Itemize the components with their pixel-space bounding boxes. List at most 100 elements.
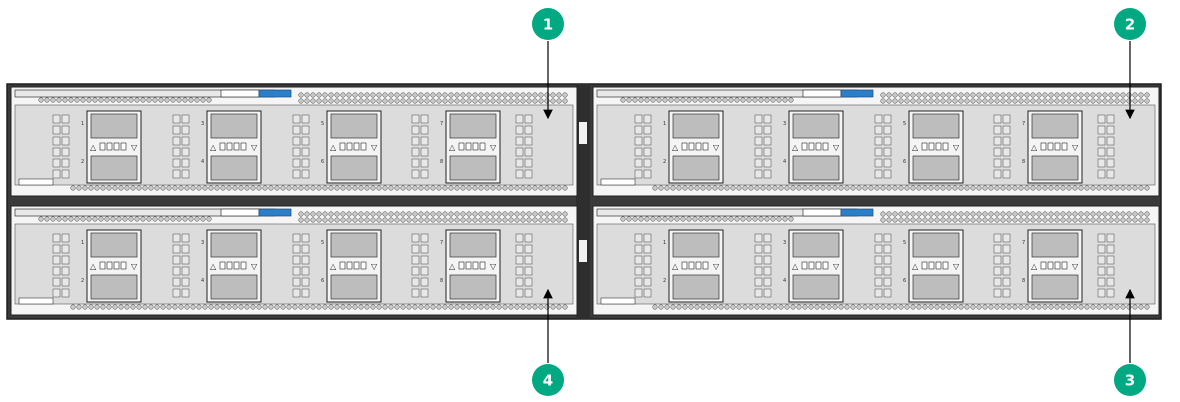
vent-hole — [478, 92, 484, 98]
vent-hole — [190, 304, 196, 310]
vent-hole — [1036, 92, 1042, 98]
led-cell — [61, 147, 70, 157]
vent-hole — [1054, 211, 1060, 217]
vent-hole — [1036, 185, 1042, 191]
led-cell — [874, 277, 883, 287]
vent-hole — [430, 185, 436, 191]
vent-hole — [898, 185, 904, 191]
vent-hole — [796, 185, 802, 191]
vent-hole — [406, 217, 412, 223]
vent-hole — [262, 304, 268, 310]
vent-hole — [868, 304, 874, 310]
vent-hole — [80, 216, 86, 222]
led-indicator — [688, 261, 695, 270]
vent-hole — [626, 97, 632, 103]
vent-hole — [722, 216, 728, 222]
vent-hole — [400, 304, 406, 310]
vent-hole — [98, 216, 104, 222]
vent-hole — [1090, 98, 1096, 104]
vent-hole — [730, 185, 736, 191]
led-cell — [420, 266, 429, 276]
vent-hole — [454, 304, 460, 310]
vent-hole — [1084, 98, 1090, 104]
vent-hole — [134, 216, 140, 222]
led-indicator — [681, 261, 688, 270]
vent-hole — [158, 97, 164, 103]
led-cell — [1097, 136, 1106, 146]
slot-number: 5 — [321, 240, 324, 246]
vent-hole — [676, 304, 682, 310]
vent-hole — [388, 304, 394, 310]
slot-number: 2 — [81, 159, 84, 165]
led-cell — [763, 136, 772, 146]
vent-hole — [128, 97, 134, 103]
led-cell — [515, 136, 524, 146]
model-label — [600, 297, 636, 305]
vent-hole — [358, 98, 364, 104]
led-cell — [411, 147, 420, 157]
vent-hole — [916, 92, 922, 98]
vent-hole — [502, 92, 508, 98]
vent-hole — [562, 185, 568, 191]
vent-hole — [1000, 304, 1006, 310]
vent-hole — [122, 97, 128, 103]
led-cell — [52, 244, 61, 254]
vent-hole — [976, 217, 982, 223]
sfp-port-icon — [792, 274, 840, 300]
led-grid — [874, 114, 892, 179]
vent-hole — [760, 185, 766, 191]
vent-hole — [686, 216, 692, 222]
vent-hole — [814, 185, 820, 191]
vent-hole — [1120, 217, 1126, 223]
led-cell — [301, 158, 310, 168]
led-cell — [301, 114, 310, 124]
triangle-up-icon: △ — [210, 262, 217, 271]
vent-hole — [1006, 92, 1012, 98]
triangle-up-icon: △ — [672, 262, 679, 271]
vent-hole — [1138, 98, 1144, 104]
triangle-up-icon: △ — [449, 143, 456, 152]
vent-hole — [44, 216, 50, 222]
vent-hole — [1060, 211, 1066, 217]
vent-hole — [1066, 211, 1072, 217]
vent-hole — [778, 304, 784, 310]
led-indicator — [458, 142, 465, 151]
vent-hole — [292, 304, 298, 310]
led-indicator — [928, 142, 935, 151]
vent-hole — [196, 304, 202, 310]
vent-hole — [1096, 98, 1102, 104]
led-grid — [515, 233, 533, 298]
vent-hole — [88, 185, 94, 191]
callout-label: 1 — [543, 16, 553, 34]
vent-hole — [964, 92, 970, 98]
led-indicator — [808, 261, 815, 270]
led-cell — [172, 147, 181, 157]
ejector-handle — [802, 89, 842, 98]
vent-hole — [382, 217, 388, 223]
vent-hole — [1054, 217, 1060, 223]
vent-hole — [538, 185, 544, 191]
vent-hole — [946, 98, 952, 104]
vent-hole — [886, 92, 892, 98]
vent-hole — [1018, 98, 1024, 104]
vent-hole — [316, 185, 322, 191]
vent-hole — [292, 185, 298, 191]
led-indicator — [219, 142, 226, 151]
vent-hole — [976, 98, 982, 104]
led-cell — [883, 158, 892, 168]
vent-hole — [1018, 185, 1024, 191]
model-label — [600, 178, 636, 186]
vent-hole — [538, 211, 544, 217]
vent-hole — [988, 211, 994, 217]
vent-hole — [1132, 98, 1138, 104]
vent-hole — [880, 185, 886, 191]
vent-hole — [1102, 92, 1108, 98]
triangle-down-icon: ▽ — [833, 262, 840, 271]
vent-hole — [104, 97, 110, 103]
slot-number: 4 — [201, 159, 204, 165]
vent-hole — [178, 185, 184, 191]
vent-hole — [364, 98, 370, 104]
vent-hole — [340, 92, 346, 98]
vent-hole — [658, 185, 664, 191]
vent-hole — [448, 98, 454, 104]
